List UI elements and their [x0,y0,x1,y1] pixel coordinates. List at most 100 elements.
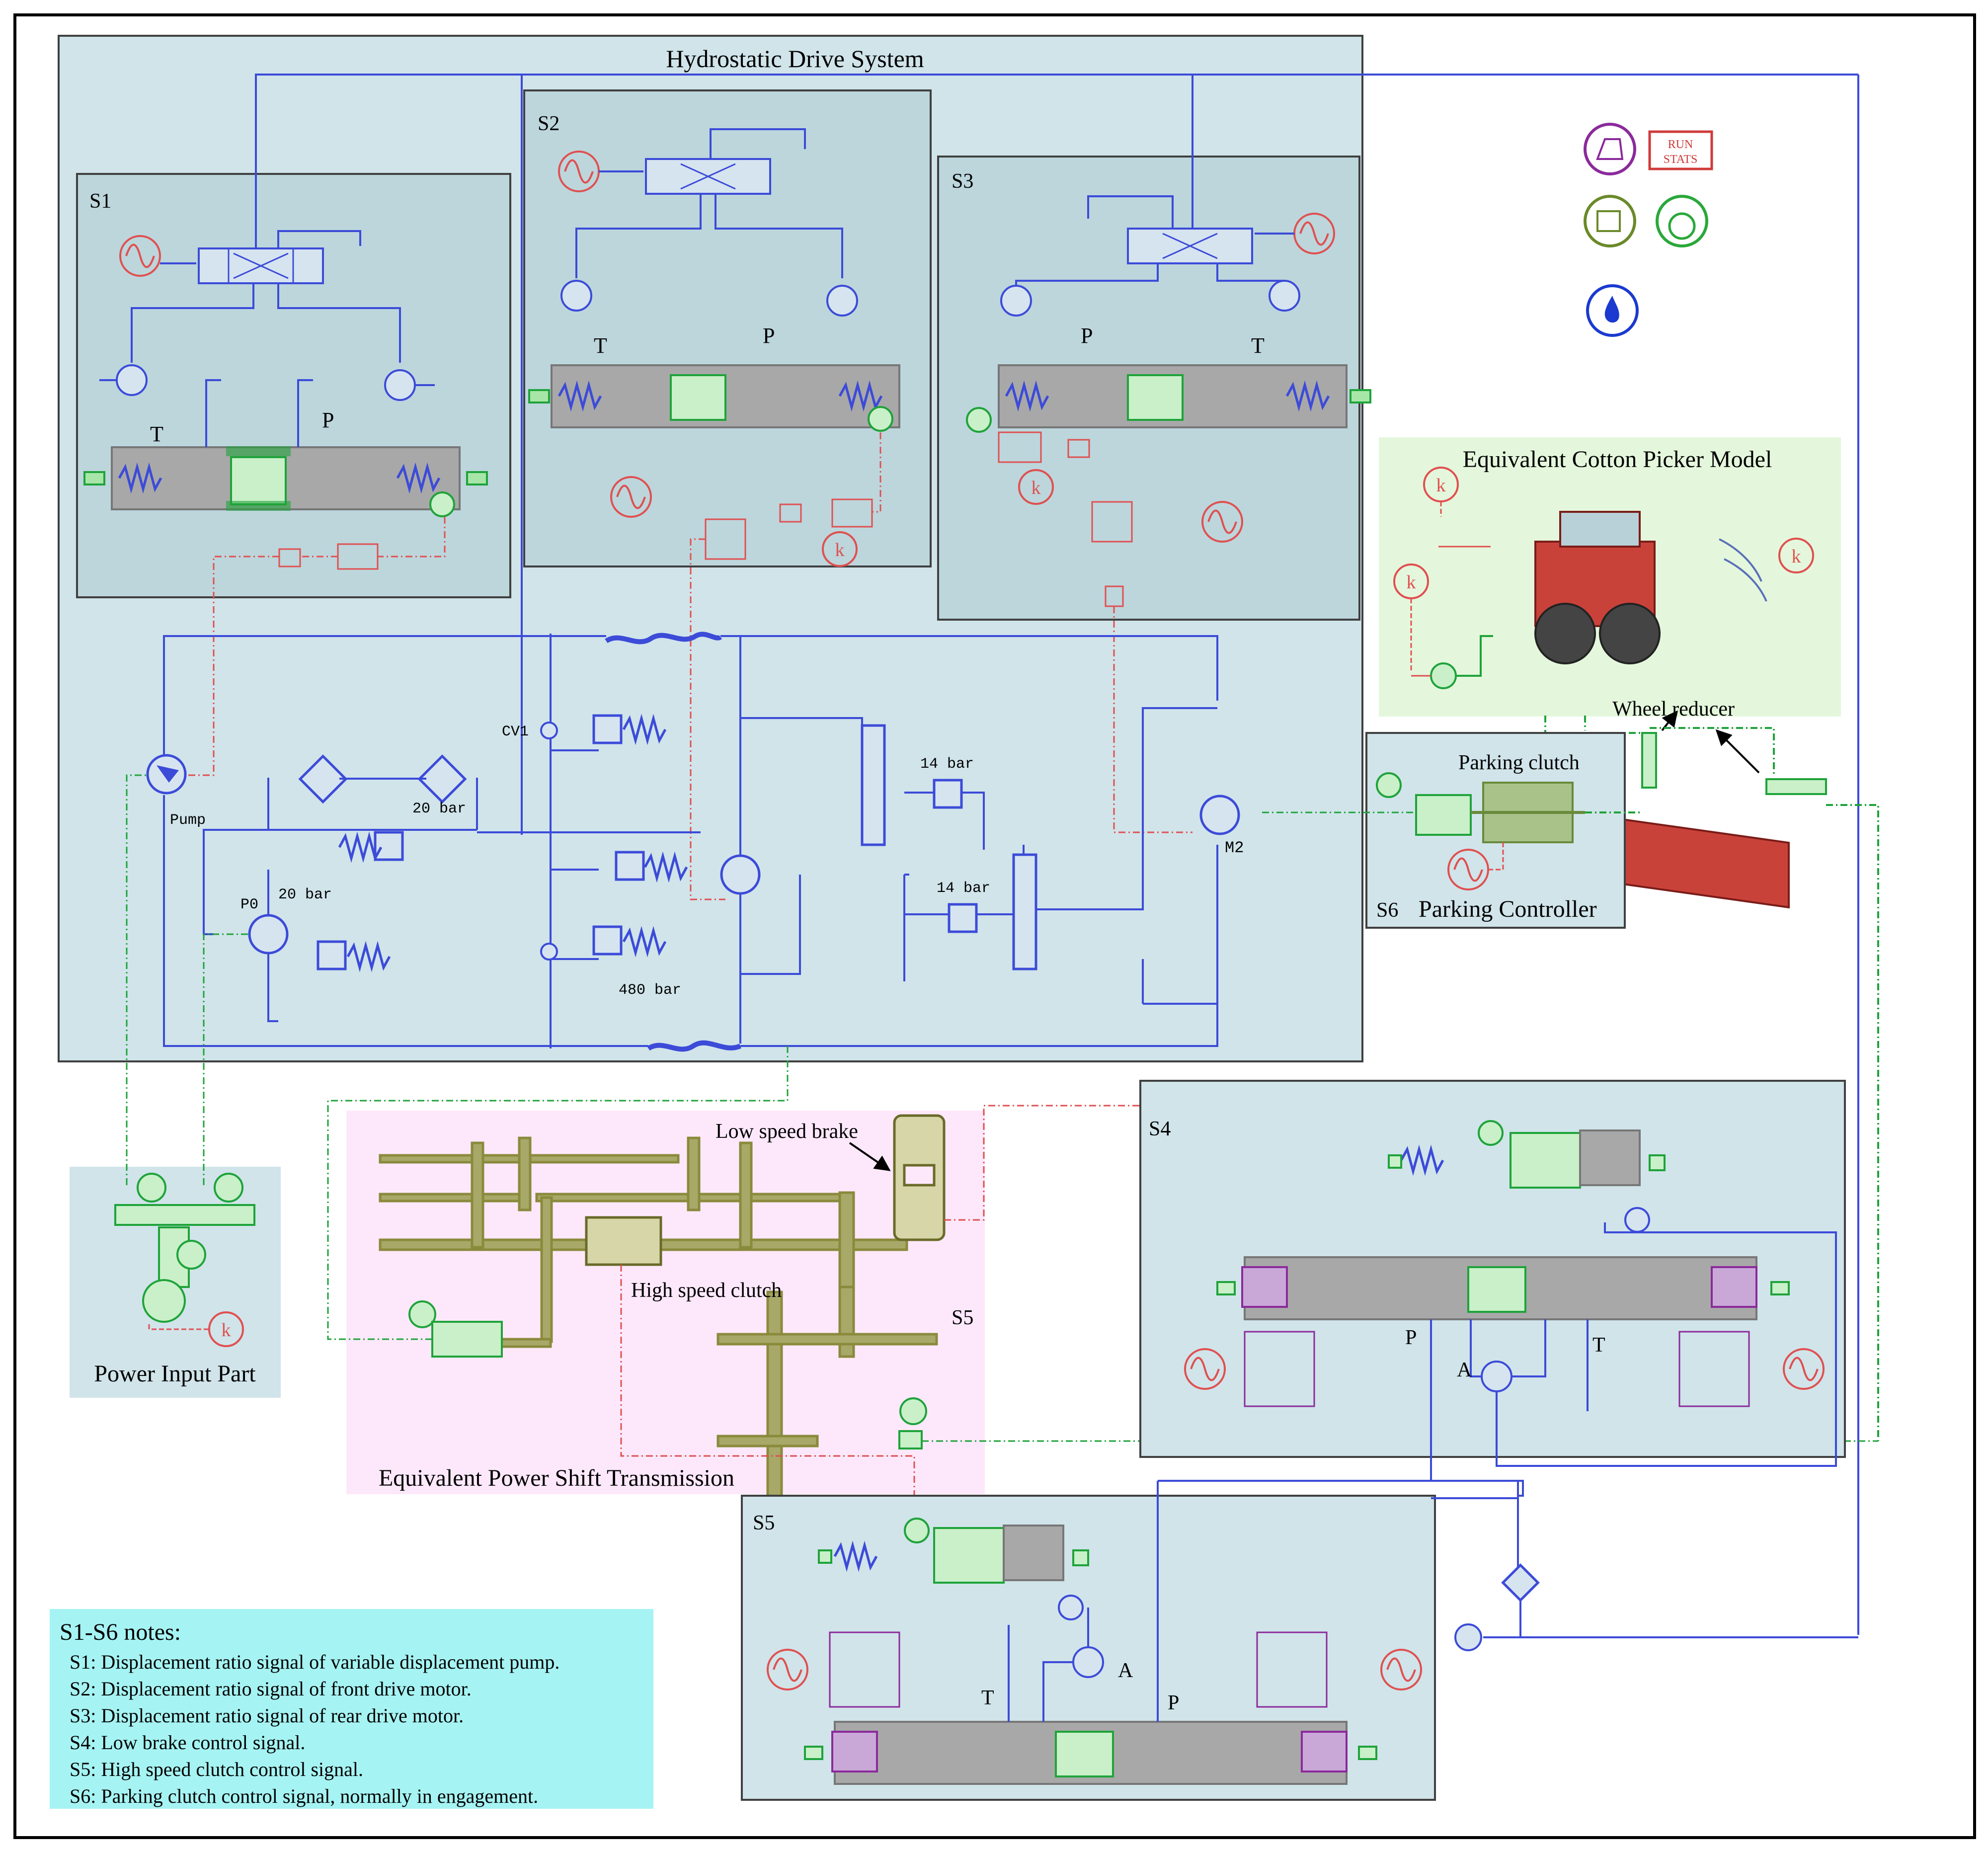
m2-rear-motor-icon[interactable] [1199,795,1240,835]
s1-label: S1 [89,190,111,213]
hose-lower [647,1040,741,1052]
shuttle-valve-upper[interactable] [861,724,886,846]
note-s6: S6: Parking clutch control signal, norma… [70,1785,538,1807]
hydraulic-components: Pump P0 20 bar 20 bar CV1 480 bar 14 bar… [146,632,1244,1052]
s5-left-solenoid[interactable] [829,1631,900,1708]
s5-t-letter: T [981,1687,994,1709]
relief-valve-20bar-lower[interactable] [317,940,347,970]
s2-label: S2 [538,112,559,135]
input-speed-sensor-icon [176,1240,206,1270]
hydrostatic-drive-title: Hydrostatic Drive System [666,45,924,73]
power-input-mechanism [114,774,255,1347]
front-motor-icon[interactable] [720,854,761,895]
s2-gain-block [779,503,802,523]
supply-filter-icon [1501,1563,1540,1602]
power-input-label: Power Input Part [94,1361,256,1387]
s2-position-sensor-icon [868,406,893,432]
note-s5: S5: High speed clutch control signal. [70,1758,363,1780]
s3-p-letter: P [1081,323,1093,348]
transmission-title: Equivalent Power Shift Transmission [379,1465,734,1491]
notes-panel [50,1609,653,1809]
s5-chamber-icon [1072,1646,1104,1678]
cotton-picker-machine-image [1534,511,1790,909]
s2-p-letter: P [763,323,775,348]
s4-chamber-icon [1481,1361,1512,1392]
s1-servo-valve-group: T P [83,74,522,776]
bar14-lower-label: 14 bar [937,880,990,897]
s6-pressure-source-icon [1376,772,1402,798]
s2-t-letter: T [594,333,607,358]
s5-p-letter: P [1168,1691,1179,1714]
s3-gain-block [1067,439,1090,458]
s1-right-chamber-icon [384,369,416,401]
transmission-gearing [379,1114,946,1502]
transmission-output-pressure-icon [899,1397,927,1425]
s4-pressure-sensor-icon [1624,1207,1650,1233]
cotton-picker-signals [1393,467,1814,689]
run-stats-line2: STATS [1664,153,1698,166]
s6-label: S6 [1376,899,1398,922]
low-speed-brake-label: Low speed brake [716,1120,858,1143]
s4-left-solenoid[interactable] [1244,1331,1315,1407]
notes-heading: S1-S6 notes: [60,1619,181,1645]
s3-right-chamber-icon [1269,280,1300,312]
transmission-s5-label: S5 [952,1306,973,1329]
high-pressure-relief-upper[interactable] [592,714,623,744]
s5-force-sensor-icon [904,1518,930,1543]
s1-t-letter: T [150,422,163,446]
supply-pump-icon[interactable] [1454,1623,1482,1651]
s5-pressure-sensor-icon [1058,1595,1084,1620]
relief-valve-14bar-lower[interactable] [948,903,978,933]
high-speed-clutch-block[interactable] [585,1216,662,1266]
s2-left-chamber-icon [560,280,592,312]
note-s4: S4: Low brake control signal. [70,1731,305,1754]
filter-right-icon [417,754,467,804]
s4-a-letter: A [1457,1359,1472,1381]
s3-function-block [998,431,1042,463]
relief-valve-14bar-upper[interactable] [933,779,963,809]
relief-valve-20bar-upper[interactable] [374,831,404,861]
s2-servo-valve-group: T P [528,128,900,900]
s4-p-letter: P [1405,1326,1417,1349]
run-stats-icon[interactable] [1648,130,1713,170]
wheel-reducer-front[interactable] [1641,732,1657,789]
s6-actuator[interactable] [1415,794,1472,836]
transmission-panel [346,1111,985,1494]
shuttle-valve-lower[interactable] [1012,853,1037,970]
s1-panel [76,173,511,598]
note-s3: S3: Displacement ratio signal of rear dr… [70,1704,464,1727]
s4-t-letter: T [1592,1334,1605,1357]
water-drop-icon[interactable] [1586,284,1639,337]
high-pressure-relief-lower[interactable] [592,925,623,956]
s3-servo-valve-group: P T [966,75,1371,833]
s3-position-sensor-icon [966,407,992,433]
s4-label: S4 [1149,1118,1171,1140]
s2-right-chamber-icon [826,285,858,317]
bar14-upper-label: 14 bar [920,756,974,773]
picker-motor-icon [1430,662,1457,689]
bar20-upper-label: 20 bar [412,801,466,817]
s1-p-letter: P [322,408,334,432]
apple-icon[interactable] [1656,195,1708,247]
high-pressure-relief-mid[interactable] [615,851,645,881]
input-torque-source-left-icon [137,1173,166,1203]
s5-right-solenoid[interactable] [1256,1631,1328,1708]
engine-rotary-source-icon[interactable] [142,1279,186,1323]
wheel-reducer-group [1544,710,1879,1441]
cv1-label: CV1 [502,724,529,740]
pump-label: Pump [170,812,206,829]
control-supply-line [1158,1480,1858,1651]
check-valve-lower-icon [540,943,558,961]
high-speed-clutch-label: High speed clutch [631,1279,782,1302]
thermal-icon[interactable] [1584,195,1636,247]
p0-charge-pump-icon[interactable] [248,914,289,955]
s3-switch-block [1091,501,1133,543]
hydrostatic-main-circuit [163,74,1859,1635]
note-s1: S1: Displacement ratio signal of variabl… [70,1651,559,1673]
hysteresis-icon[interactable] [1584,123,1636,175]
s4-right-solenoid[interactable] [1678,1331,1750,1407]
wheel-reducer-rear[interactable] [1765,778,1827,795]
s5-clutch-actuator [818,1518,1089,1620]
parking-clutch-group [1262,772,1642,890]
s1-position-sensor-icon [429,491,455,517]
